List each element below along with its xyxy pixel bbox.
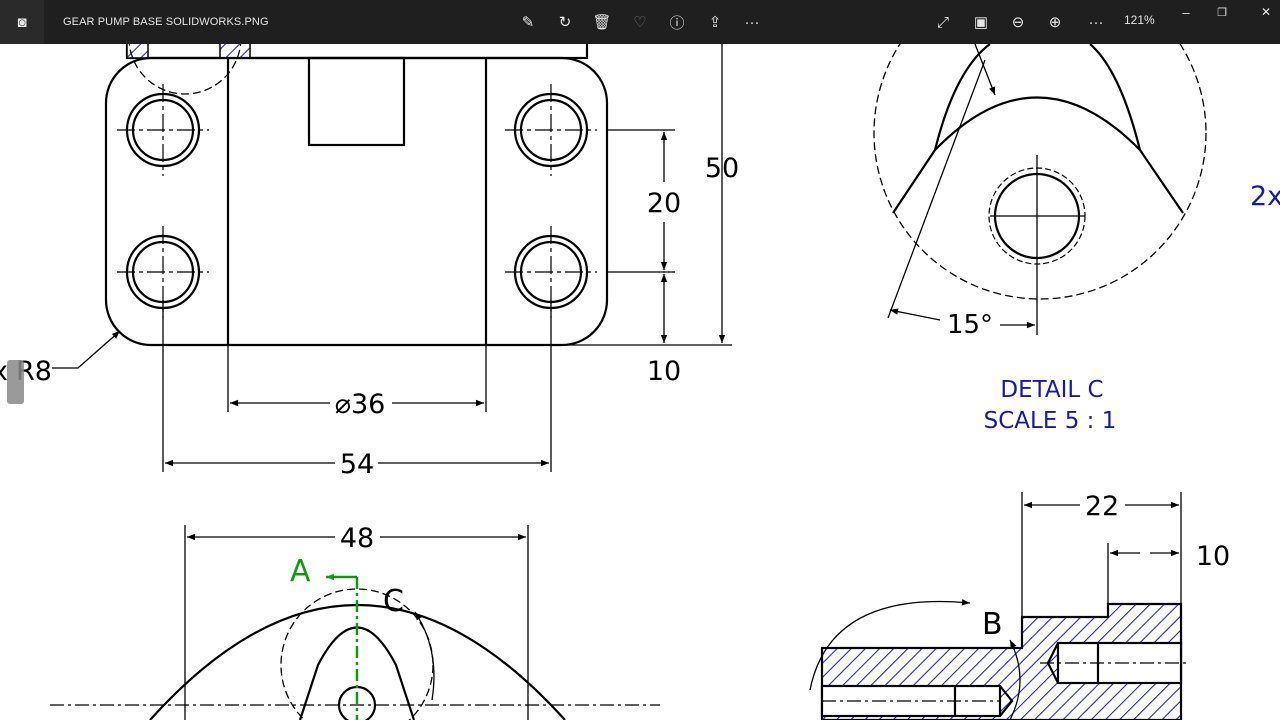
favorite-button[interactable]: ♡	[625, 0, 655, 44]
detail-label-b: B	[982, 607, 1003, 642]
maximize-button[interactable]: ❐	[1217, 6, 1227, 19]
dim-54: 54	[340, 449, 374, 480]
zoom-in-icon: ⊕	[1048, 14, 1062, 31]
more-button[interactable]: ···	[737, 0, 767, 44]
zoom-out-button[interactable]: ⊖	[1003, 0, 1033, 44]
top-view	[104, 0, 609, 347]
info-icon: ⓘ	[669, 14, 685, 32]
fullscreen-button[interactable]: ⤢	[928, 0, 958, 44]
more-icon: ···	[744, 13, 760, 31]
dim-x-prefix: x	[0, 356, 8, 387]
dim-22: 22	[1085, 491, 1119, 522]
bolt-holes	[117, 84, 597, 318]
dim-10-section: 10	[1196, 541, 1230, 572]
photos-app-icon: ◙	[0, 0, 44, 44]
detail-c-view	[873, 0, 1207, 335]
more-view-button[interactable]: ···	[1081, 0, 1111, 44]
dim-20: 20	[647, 188, 681, 219]
fit-icon: ▣	[973, 14, 989, 31]
dim-dia36: ⌀36	[335, 389, 386, 420]
detail-label-c: C	[383, 584, 404, 619]
zoom-in-button[interactable]: ⊕	[1040, 0, 1070, 44]
window-title: GEAR PUMP BASE SOLIDWORKS.PNG	[63, 16, 269, 28]
close-button[interactable]: ✕	[1260, 5, 1272, 19]
section-view	[809, 492, 1190, 720]
title-bar: ◙ GEAR PUMP BASE SOLIDWORKS.PNG ✎ ↻ 🗑 ♡ …	[0, 0, 1280, 44]
share-button[interactable]: ⇪	[700, 0, 730, 44]
zoom-out-icon: ⊖	[1011, 14, 1025, 31]
rotate-icon: ↻	[558, 14, 572, 31]
share-icon: ⇪	[708, 14, 722, 31]
edit-icon: ✎	[521, 14, 535, 31]
delete-icon: 🗑	[592, 14, 612, 31]
dim-15-degrees: 15°	[947, 310, 993, 340]
more-view-icon: ···	[1088, 13, 1104, 31]
dim-10: 10	[647, 356, 681, 387]
previous-image-button[interactable]	[7, 360, 24, 404]
fit-button[interactable]: ▣	[966, 0, 996, 44]
edit-button[interactable]: ✎	[513, 0, 543, 44]
section-label-a: A	[290, 554, 311, 589]
zoom-level[interactable]: 121%	[1124, 13, 1155, 27]
rotate-button[interactable]: ↻	[550, 0, 580, 44]
delete-button[interactable]: 🗑	[587, 0, 617, 44]
fullscreen-icon: ⤢	[936, 13, 949, 31]
minimize-button[interactable]: –	[1182, 4, 1190, 20]
detail-title: DETAIL C	[1000, 377, 1103, 403]
bolt-hole	[505, 84, 597, 176]
info-button[interactable]: ⓘ	[662, 0, 692, 44]
dim-48: 48	[340, 523, 374, 554]
top-dimensions	[52, 44, 732, 472]
favorite-icon: ♡	[633, 14, 647, 31]
dim-50: 50	[705, 153, 739, 184]
front-view	[50, 525, 660, 720]
detail-scale: SCALE 5 : 1	[984, 408, 1117, 434]
bolt-hole	[117, 84, 209, 176]
dim-2x: 2x	[1250, 181, 1280, 212]
